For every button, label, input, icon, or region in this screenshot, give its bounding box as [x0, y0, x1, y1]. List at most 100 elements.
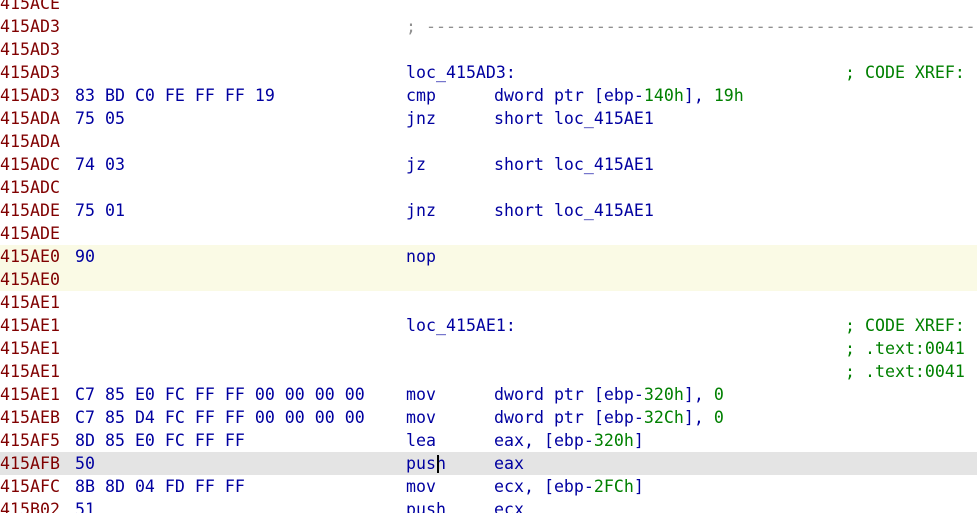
address: 415AF5	[0, 431, 60, 450]
instruction-operands[interactable]: dword ptr [ebp-140h], 19h	[494, 84, 744, 107]
instruction-mnemonic[interactable]: push	[406, 454, 446, 473]
opcode-bytes: 75 05	[75, 109, 125, 128]
operand-text: ],	[683, 385, 714, 404]
numeric-operand: 19h	[713, 86, 744, 105]
operand-text: ]	[633, 431, 644, 450]
instruction-mnemonic[interactable]: mov	[406, 408, 436, 427]
listing-line[interactable]: 415ADA	[0, 130, 977, 153]
address: 415AE1	[0, 385, 60, 404]
listing-line[interactable]: 415ACE	[0, 0, 977, 15]
code-label[interactable]: loc_415AE1:	[406, 316, 516, 335]
listing-line[interactable]: 415ADC 74 03 jz short loc_415AE1	[0, 153, 977, 176]
listing-line[interactable]: 415AE1 C7 85 E0 FC FF FF 00 00 00 00 mov dw…	[0, 383, 977, 406]
address: 415ADE	[0, 224, 60, 243]
xref-comment[interactable]: ; CODE XREF:	[845, 63, 965, 82]
instruction-operands[interactable]: ecx, [ebp-2FCh]	[494, 475, 644, 498]
numeric-operand: 0	[713, 408, 724, 427]
opcode-bytes: 83 BD C0 FE FF FF 19	[75, 86, 275, 105]
listing-line[interactable]: 415AE1	[0, 291, 977, 314]
numeric-operand: 0	[713, 385, 724, 404]
opcode-bytes: 75 01	[75, 201, 125, 220]
numeric-operand: 320h	[593, 431, 634, 450]
address: 415AE0	[0, 247, 60, 266]
listing-line[interactable]: 415AE1 loc_415AE1: ; CODE XREF:	[0, 314, 977, 337]
listing-line[interactable]: 415B02 51 push ecx	[0, 498, 977, 513]
instruction-mnemonic[interactable]: lea	[406, 431, 436, 450]
address: 415ADA	[0, 132, 60, 151]
instruction-mnemonic[interactable]: mov	[406, 477, 436, 496]
address: 415AD3	[0, 17, 60, 36]
listing-line[interactable]: 415AE1 ; .text:0041	[0, 360, 977, 383]
operand-text: ],	[683, 408, 714, 427]
instruction-operands[interactable]: short loc_415AE1	[494, 199, 654, 222]
listing-line[interactable]: 415AD3 loc_415AD3: ; CODE XREF:	[0, 61, 977, 84]
instruction-operands[interactable]: short loc_415AE1	[494, 107, 654, 130]
address: 415ADC	[0, 155, 60, 174]
operand-text: short loc_415AE1	[494, 109, 654, 128]
address: 415AFB	[0, 454, 60, 473]
opcode-bytes: C7 85 D4 FC FF FF 00 00 00 00	[75, 408, 365, 427]
listing-line[interactable]: 415ADE 75 01 jnz short loc_415AE1	[0, 199, 977, 222]
instruction-operands[interactable]: eax, [ebp-320h]	[494, 429, 644, 452]
address: 415AD3	[0, 63, 60, 82]
listing-line[interactable]: 415AD3	[0, 38, 977, 61]
address: 415ADC	[0, 178, 60, 197]
listing-line[interactable]: 415ADE	[0, 222, 977, 245]
operand-text: ecx, [ebp-	[494, 477, 594, 496]
address: 415AE1	[0, 316, 60, 335]
instruction-operands[interactable]: ecx	[494, 498, 524, 513]
address: 415AE1	[0, 362, 60, 381]
operand-text: ecx	[494, 500, 524, 513]
instruction-mnemonic[interactable]: push	[406, 500, 446, 513]
listing-line[interactable]: 415ADC	[0, 176, 977, 199]
instruction-mnemonic[interactable]: mov	[406, 385, 436, 404]
opcode-bytes: 51	[75, 500, 95, 513]
opcode-bytes: 50	[75, 454, 95, 473]
address: 415B02	[0, 500, 60, 513]
instruction-operands[interactable]: short loc_415AE1	[494, 153, 654, 176]
address: 415ACE	[0, 0, 60, 13]
text-cursor	[437, 455, 439, 473]
xref-comment[interactable]: ; .text:0041	[845, 339, 965, 358]
operand-text: dword ptr [ebp-	[494, 86, 644, 105]
address: 415AEB	[0, 408, 60, 427]
listing-line[interactable]: 415AD3; --------------------------------…	[0, 15, 977, 38]
address: 415AFC	[0, 477, 60, 496]
instruction-mnemonic[interactable]: jnz	[406, 201, 436, 220]
address: 415AE1	[0, 339, 60, 358]
operand-text: ],	[683, 86, 714, 105]
instruction-mnemonic[interactable]: jz	[406, 155, 426, 174]
listing-line[interactable]: 415AE1 ; .text:0041	[0, 337, 977, 360]
listing-line[interactable]: 415AEB C7 85 D4 FC FF FF 00 00 00 00 mov dw…	[0, 406, 977, 429]
instruction-mnemonic[interactable]: nop	[406, 247, 436, 266]
operand-text: ]	[633, 477, 644, 496]
xref-comment[interactable]: ; .text:0041	[845, 362, 965, 381]
address: 415AD3	[0, 40, 60, 59]
code-label[interactable]: loc_415AD3:	[406, 63, 516, 82]
instruction-operands[interactable]: dword ptr [ebp-320h], 0	[494, 383, 724, 406]
address: 415AE1	[0, 293, 60, 312]
address: 415AE0	[0, 270, 60, 289]
instruction-operands[interactable]: eax	[494, 452, 524, 475]
operand-text: eax	[494, 454, 524, 473]
listing-line[interactable]: 415AE0	[0, 268, 977, 291]
instruction-mnemonic[interactable]: cmp	[406, 86, 436, 105]
instruction-operands[interactable]: dword ptr [ebp-32Ch], 0	[494, 406, 724, 429]
opcode-bytes: C7 85 E0 FC FF FF 00 00 00 00	[75, 385, 365, 404]
address: 415ADE	[0, 201, 60, 220]
xref-comment[interactable]: ; CODE XREF:	[845, 316, 965, 335]
operand-text: short loc_415AE1	[494, 155, 654, 174]
operand-text: dword ptr [ebp-	[494, 385, 644, 404]
numeric-operand: 2FCh	[593, 477, 634, 496]
instruction-mnemonic[interactable]: jnz	[406, 109, 436, 128]
operand-text: eax, [ebp-	[494, 431, 594, 450]
listing-line[interactable]: 415AFB 50 push eax	[0, 452, 977, 475]
operand-text: dword ptr [ebp-	[494, 408, 644, 427]
opcode-bytes: 74 03	[75, 155, 125, 174]
